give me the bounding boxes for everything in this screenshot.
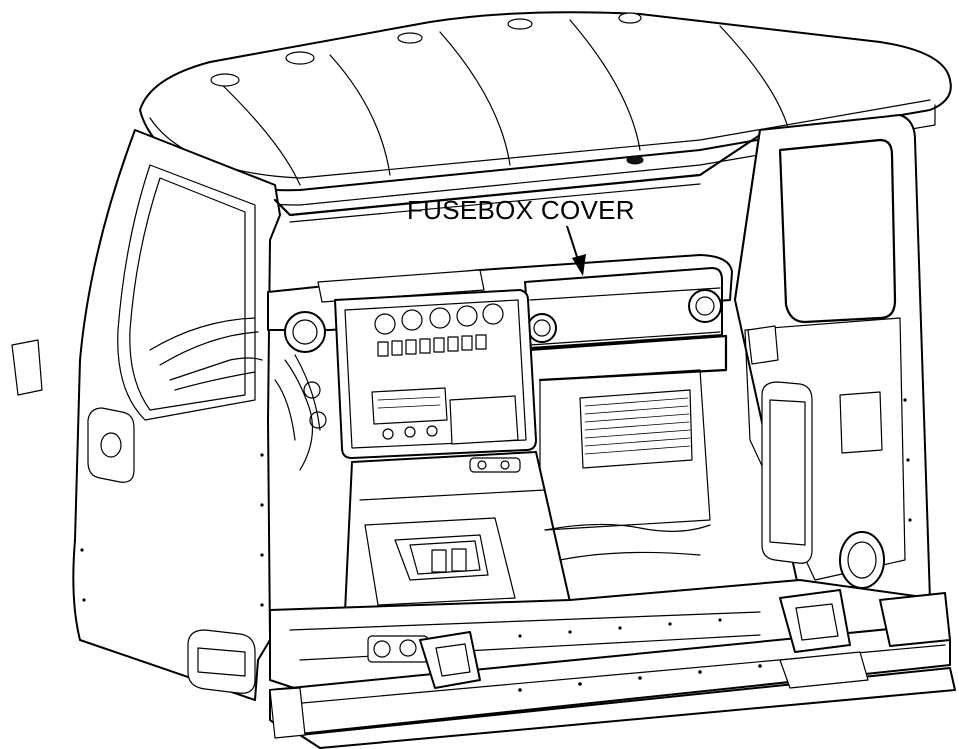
frame-rail	[269, 589, 956, 749]
center-console	[344, 451, 571, 613]
fusebox-cover-panel	[524, 267, 723, 349]
rear-wall	[539, 369, 711, 561]
callout-label: FUSEBOX COVER	[407, 195, 635, 225]
right-side-wall	[734, 114, 931, 641]
steering-column	[149, 317, 263, 391]
left-door	[11, 129, 281, 701]
dashboard	[267, 254, 733, 601]
callout-arrowhead	[572, 254, 586, 276]
fusebox-cover-callout: FUSEBOX COVER	[407, 195, 635, 276]
